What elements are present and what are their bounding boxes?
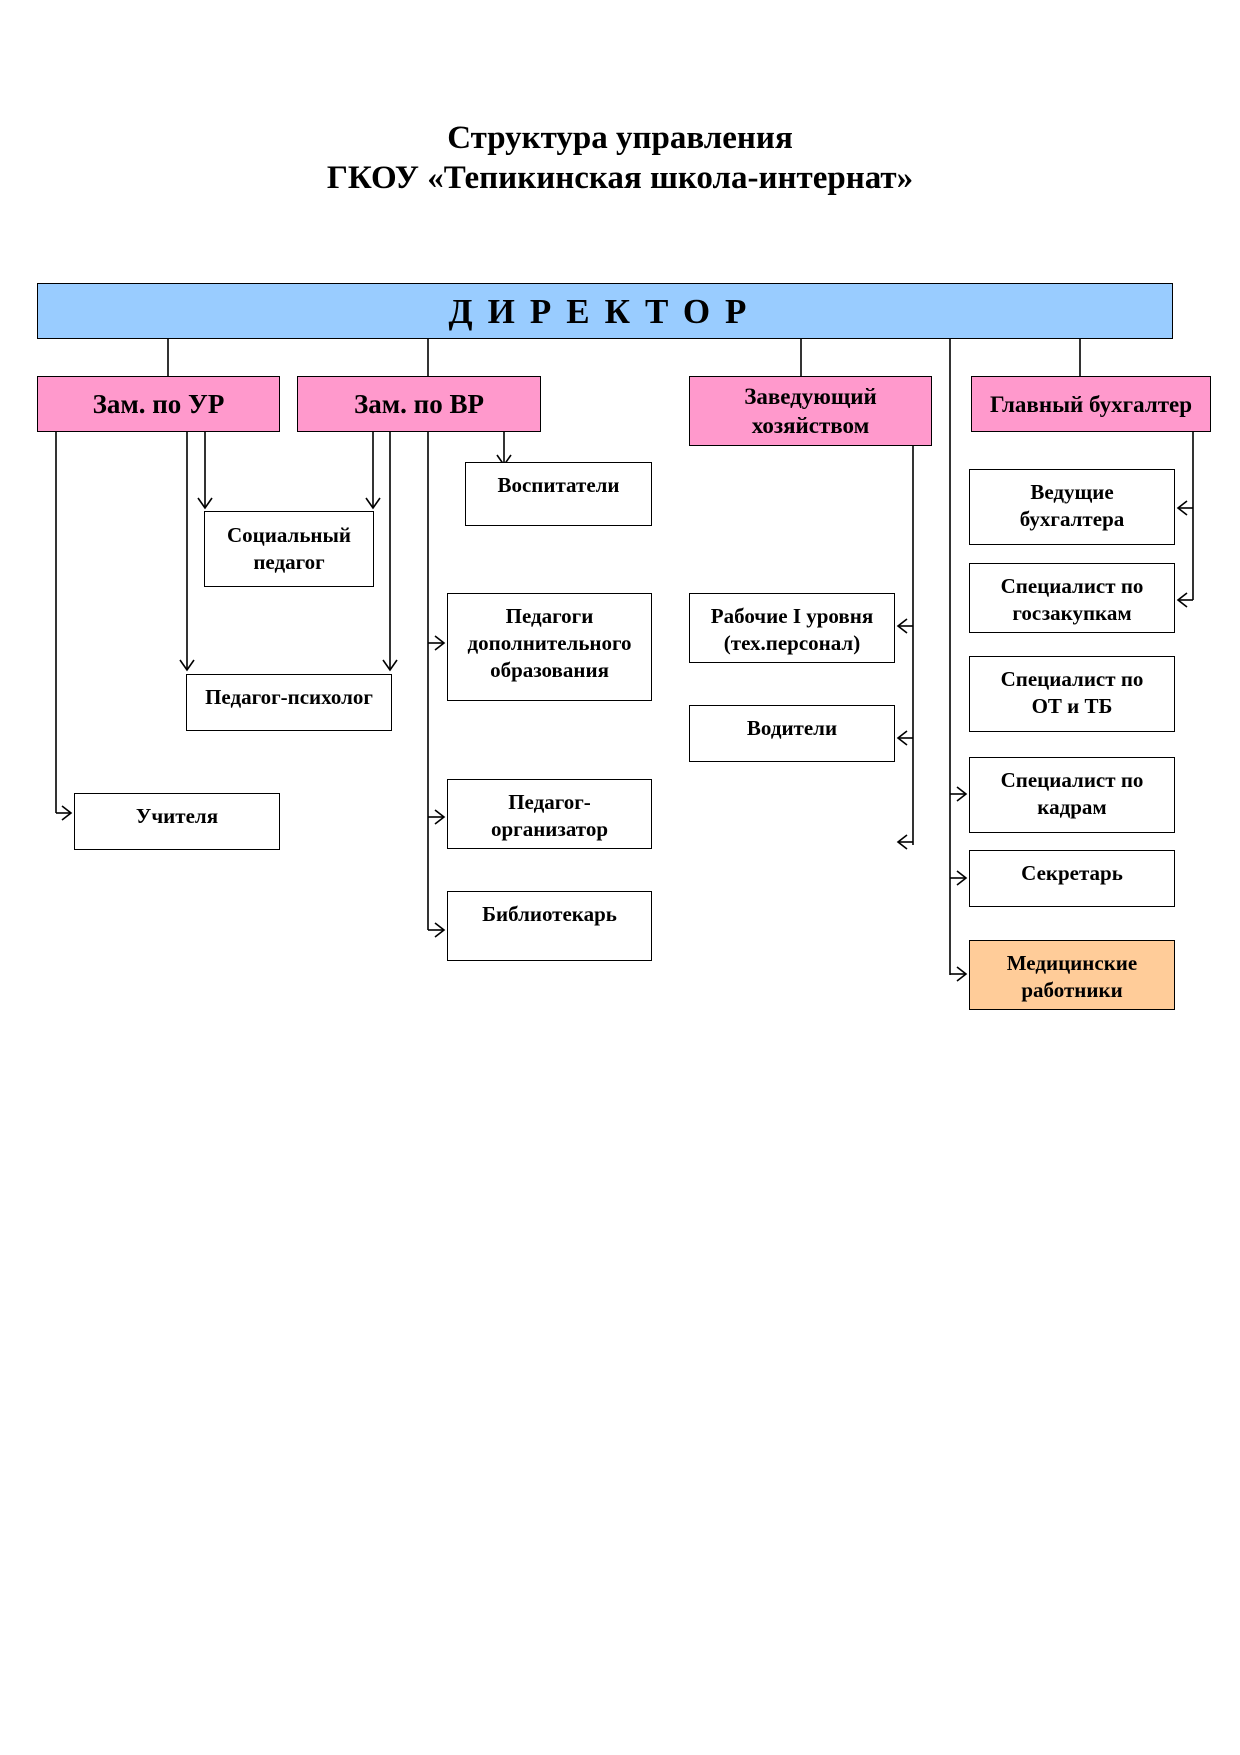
extra-education-pedagogues-box: Педагоги дополнительного образования [447, 593, 652, 701]
medical-staff-box: Медицинские работники [969, 940, 1175, 1010]
psychologist-box: Педагог-психолог [186, 674, 392, 731]
teachers-box: Учителя [74, 793, 280, 850]
secretary-box: Секретарь [969, 850, 1175, 907]
technical-staff-box: Рабочие I уровня (тех.персонал) [689, 593, 895, 663]
social-pedagog-box: Социальный педагог [204, 511, 374, 587]
director-box: ДИРЕКТОР [37, 283, 1173, 339]
pedagog-organizer-box: Педагог-организатор [447, 779, 652, 849]
drivers-box: Водители [689, 705, 895, 762]
procurement-specialist-box: Специалист по госзакупкам [969, 563, 1175, 633]
chief-accountant-box: Главный бухгалтер [971, 376, 1211, 432]
household-head-box: Заведующий хозяйством [689, 376, 932, 446]
librarian-box: Библиотекарь [447, 891, 652, 961]
lead-accountants-box: Ведущие бухгалтера [969, 469, 1175, 545]
chart-title-line2: ГКОУ «Тепикинская школа-интернат» [326, 160, 914, 196]
safety-specialist-box: Специалист по ОТ и ТБ [969, 656, 1175, 732]
chart-title-line1: Структура управления [447, 120, 793, 156]
deputy-vr-box: Зам. по ВР [297, 376, 541, 432]
hr-specialist-box: Специалист по кадрам [969, 757, 1175, 833]
deputy-ur-box: Зам. по УР [37, 376, 280, 432]
educators-box: Воспитатели [465, 462, 652, 526]
